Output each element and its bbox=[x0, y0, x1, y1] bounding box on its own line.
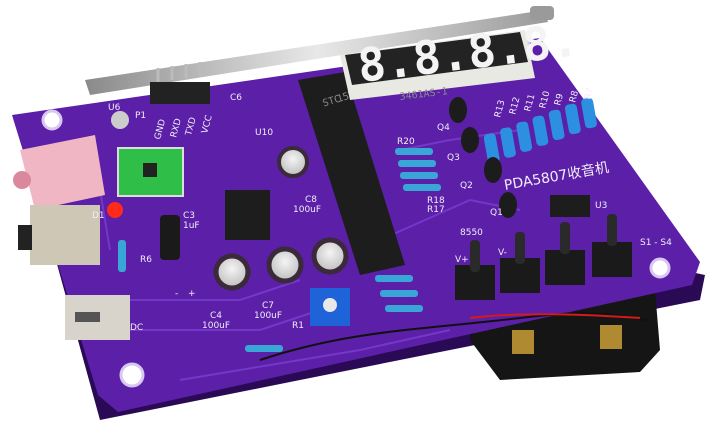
label-r11: R11 bbox=[523, 93, 537, 113]
label-u3: U3 bbox=[595, 201, 607, 211]
label-c3-value: 1uF bbox=[183, 221, 200, 231]
label-q1: Q1 bbox=[490, 208, 503, 218]
label-c7-value: 100uF bbox=[254, 311, 282, 321]
label-vplus: V+ bbox=[455, 255, 469, 265]
label-c7: C7 bbox=[262, 301, 274, 311]
label-c4-value: 100uF bbox=[202, 321, 230, 331]
label-s1-s4: S1 - S4 bbox=[640, 238, 672, 248]
label-q4: Q4 bbox=[437, 123, 450, 133]
label-r20: R20 bbox=[397, 137, 415, 147]
amplifier-ic bbox=[225, 190, 270, 240]
label-q3: Q3 bbox=[447, 153, 460, 163]
label-minus: - bbox=[175, 289, 178, 299]
label-d1: D1 bbox=[92, 211, 105, 221]
label-c3: C3 bbox=[183, 211, 195, 221]
mcu-brand: STC bbox=[321, 94, 341, 110]
tact-buttons[interactable] bbox=[455, 214, 632, 300]
battery-wire-red bbox=[469, 313, 641, 319]
label-c4: C4 bbox=[210, 311, 222, 321]
label-r8: R8 bbox=[568, 89, 581, 103]
label-dc: DC bbox=[130, 323, 143, 333]
label-r12: R12 bbox=[508, 96, 522, 116]
ic-u3 bbox=[550, 195, 590, 217]
micro-usb-port[interactable] bbox=[65, 295, 130, 340]
label-r1: R1 bbox=[292, 321, 304, 331]
label-u6: U6 bbox=[108, 103, 121, 113]
label-r10: R10 bbox=[538, 90, 552, 110]
label-8550: 8550 bbox=[460, 228, 483, 238]
label-c6: C6 bbox=[230, 93, 242, 103]
power-switch[interactable] bbox=[18, 205, 100, 265]
label-r13: R13 bbox=[493, 99, 507, 119]
label-vcc: VCC bbox=[200, 114, 215, 135]
label-rxd: RXD bbox=[169, 117, 184, 138]
fm-module bbox=[117, 147, 184, 197]
label-txd: TXD bbox=[184, 116, 199, 138]
label-r7: R7 bbox=[583, 87, 596, 101]
serial-header bbox=[150, 62, 210, 104]
label-c8-value: 100uF bbox=[293, 205, 321, 215]
audio-jack bbox=[13, 135, 105, 210]
led-d1 bbox=[107, 202, 123, 218]
reset-button[interactable] bbox=[111, 111, 129, 129]
label-r17: R17 bbox=[427, 205, 445, 215]
label-p1: P1 bbox=[135, 111, 146, 121]
label-r18: R18 bbox=[427, 196, 445, 206]
resistors bbox=[118, 97, 597, 352]
label-r6: R6 bbox=[140, 255, 152, 265]
transistors bbox=[449, 97, 517, 218]
label-q2: Q2 bbox=[460, 181, 473, 191]
label-r9: R9 bbox=[553, 92, 566, 106]
label-plus: + bbox=[188, 289, 196, 299]
label-c8: C8 bbox=[305, 195, 317, 205]
label-u10: U10 bbox=[255, 128, 273, 138]
label-vminus: V- bbox=[498, 248, 507, 258]
electrolytic-capacitors bbox=[160, 146, 349, 291]
